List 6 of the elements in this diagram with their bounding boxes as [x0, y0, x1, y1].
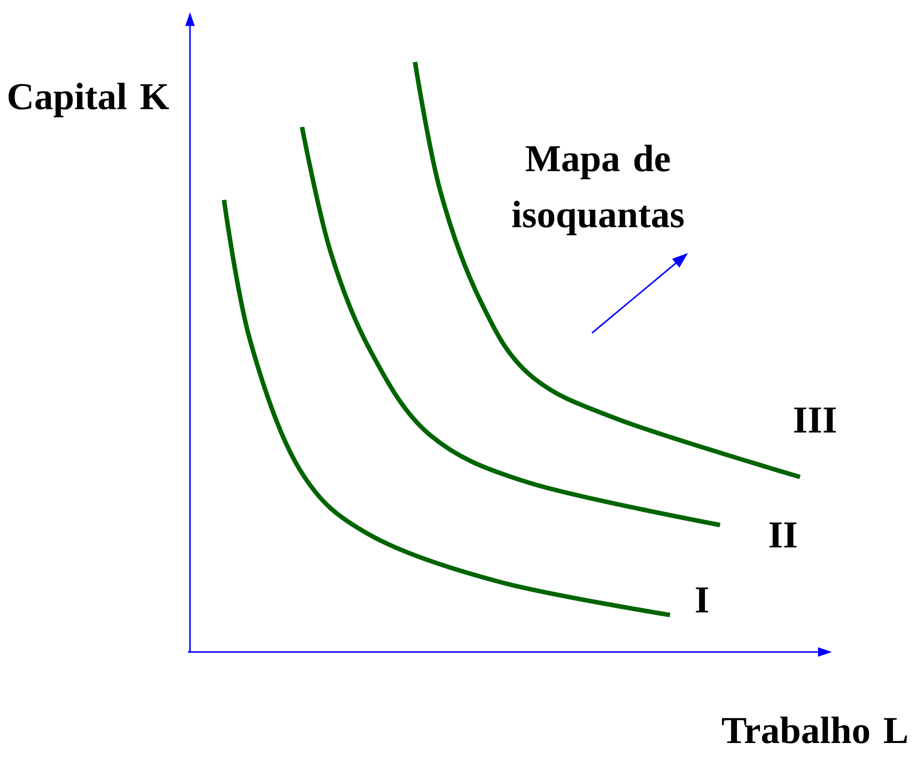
curve-label: I [696, 588, 708, 612]
axis-label: Capital K [8, 82, 169, 118]
curve-label: III [794, 408, 836, 432]
curve-label: II [770, 522, 796, 548]
map-label: Mapa de isoquantas [512, 144, 684, 236]
axis-label: Trabalho L [722, 716, 908, 744]
